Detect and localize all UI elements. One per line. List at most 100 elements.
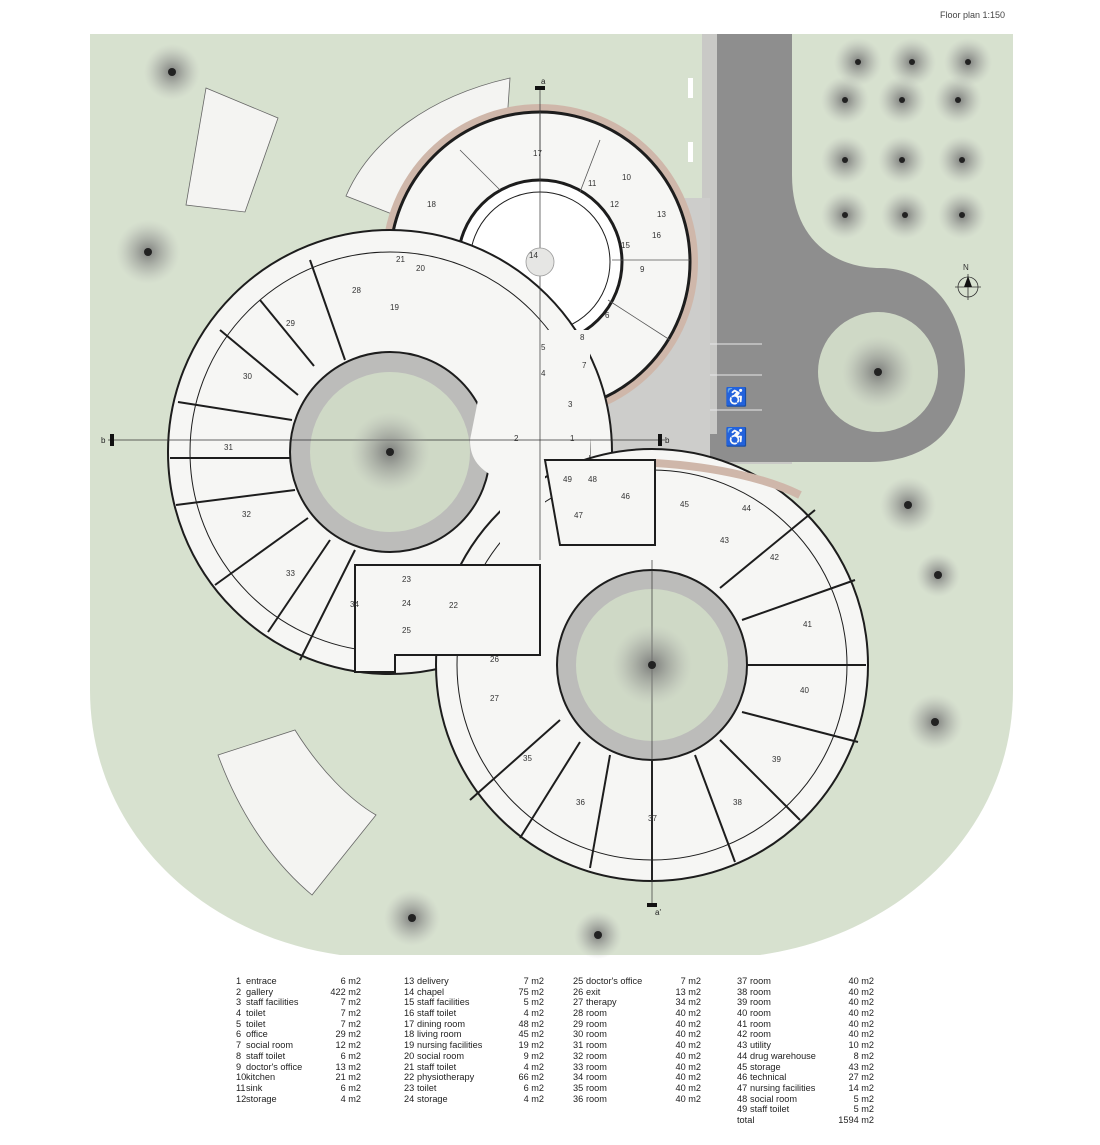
room-label: 19	[390, 303, 399, 312]
room-label: 40	[800, 686, 809, 695]
room-label: 12	[610, 200, 619, 209]
room-label: 3	[568, 400, 573, 409]
accessible-parking-icon: ♿	[725, 386, 747, 407]
room-label: 30	[243, 372, 252, 381]
room-label: 42	[770, 553, 779, 562]
room-label: 27	[490, 694, 499, 703]
room-label: 7	[582, 361, 587, 370]
room-label: 36	[576, 798, 585, 807]
floor-plan: ♿ ♿	[90, 34, 1013, 959]
room-label: 28	[352, 286, 361, 295]
room-label: 4	[541, 369, 546, 378]
room-label: 39	[772, 755, 781, 764]
north-arrow-icon	[955, 274, 981, 300]
room-label: 41	[803, 620, 812, 629]
accessible-parking-icon: ♿	[725, 426, 747, 447]
room-label: 5	[541, 343, 546, 352]
room-label: 34	[350, 600, 359, 609]
room-label: 6	[605, 311, 610, 320]
room-label: 15	[621, 241, 630, 250]
section-marker-a: a	[541, 77, 546, 86]
section-marker-b-west: b	[101, 436, 106, 445]
physiotherapy-block	[354, 564, 541, 673]
gallery	[470, 330, 590, 560]
compass-label: N	[963, 263, 969, 272]
room-label: 48	[588, 475, 597, 484]
room-label: 26	[490, 655, 499, 664]
room-label: 16	[652, 231, 661, 240]
room-label: 46	[621, 492, 630, 501]
section-marker-a-prime: a'	[655, 908, 661, 917]
room-label: 45	[680, 500, 689, 509]
room-label: 18	[427, 200, 436, 209]
room-label: 22	[449, 601, 458, 610]
room-label: 13	[657, 210, 666, 219]
room-label: 29	[286, 319, 295, 328]
room-label: 9	[640, 265, 645, 274]
room-label: 21	[396, 255, 405, 264]
room-label: 37	[648, 814, 657, 823]
room-label: 43	[720, 536, 729, 545]
room-label: 23	[402, 575, 411, 584]
room-labels: 1 2 3 4 5 6 7 8 9 10 11 12 13 14 15 16 1…	[224, 149, 812, 823]
room-label: 33	[286, 569, 295, 578]
room-label: 25	[402, 626, 411, 635]
terrace-south-west	[217, 729, 377, 896]
plan-title: Floor plan 1:150	[940, 10, 1006, 20]
room-label: 10	[622, 173, 631, 182]
room-label: 8	[580, 333, 585, 342]
room-label: 2	[514, 434, 519, 443]
room-label: 1	[570, 434, 575, 443]
room-label: 44	[742, 504, 751, 513]
room-label: 17	[533, 149, 542, 158]
room-label: 24	[402, 599, 411, 608]
section-marker-b-east: b	[665, 436, 670, 445]
room-label: 31	[224, 443, 233, 452]
service-block	[543, 459, 656, 546]
terrace-parking-left	[185, 87, 279, 213]
